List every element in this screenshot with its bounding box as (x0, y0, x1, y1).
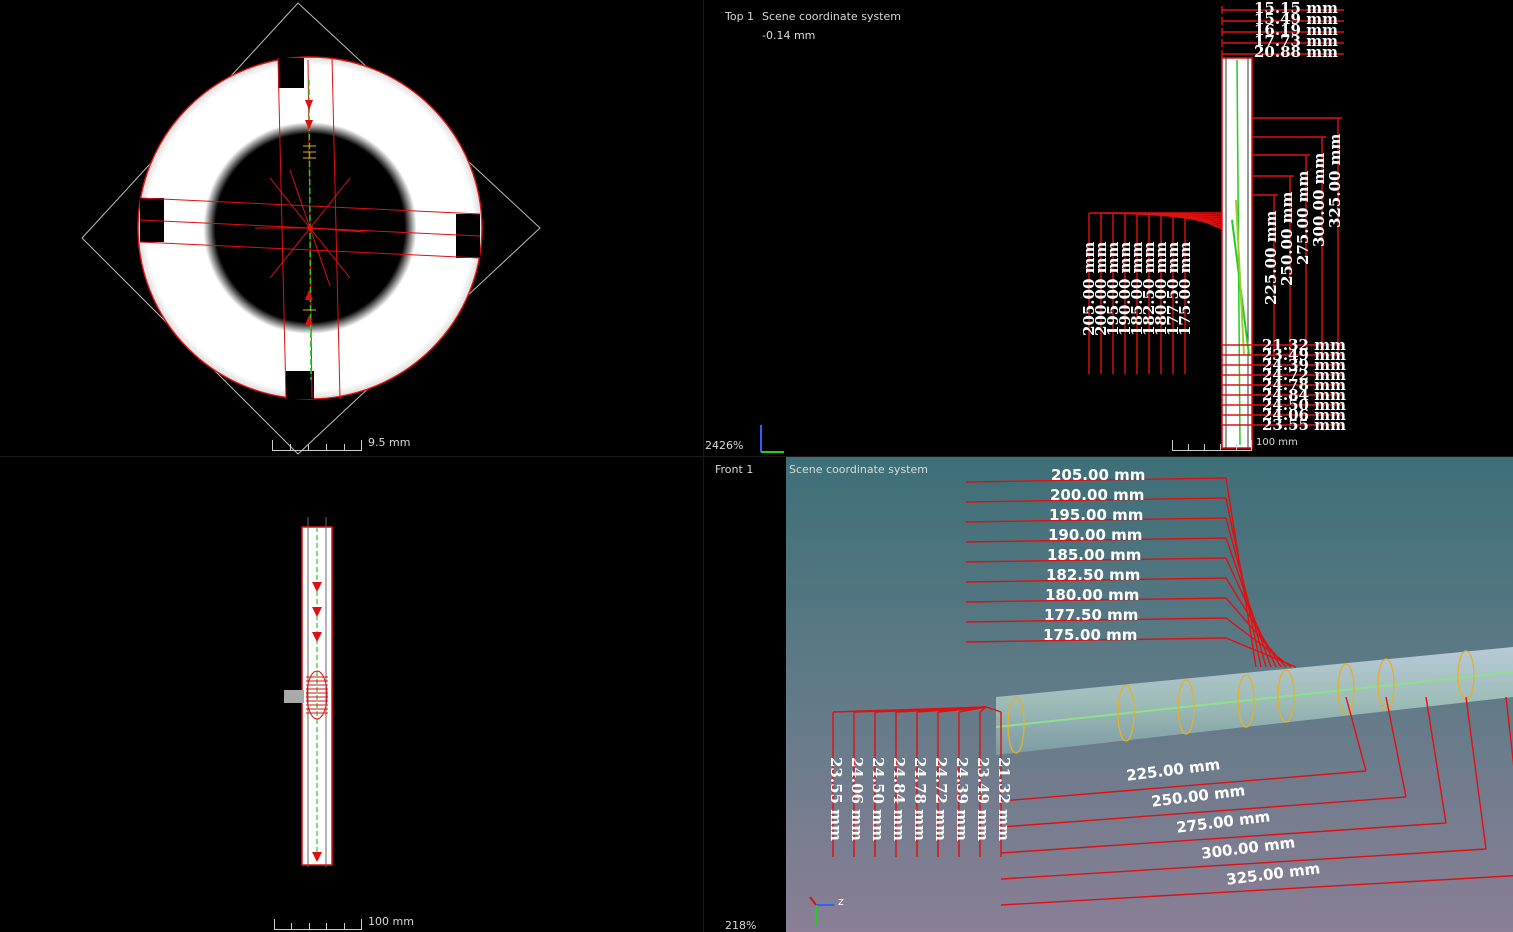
scale-bar (1172, 440, 1252, 451)
scale-bar (272, 440, 362, 451)
dim-label-top: 20.88 mm (1254, 43, 1338, 61)
dim-label-bottom: 21.32 mm (1262, 336, 1346, 354)
pad-bottom (286, 371, 314, 399)
dim-label-stack: 205.00 mm (1051, 466, 1146, 484)
dim-label-vertical: 23.49 mm (974, 757, 992, 841)
dim-label-stack: 182.50 mm (1046, 566, 1141, 584)
scale-label: 100 mm (368, 915, 414, 928)
top-plan-drawing (760, 6, 1344, 453)
dim-label-bottom: 24.84 mm (1262, 386, 1346, 404)
dim-label-stack: 180.00 mm (1045, 586, 1140, 604)
coord-system-label: Scene coordinate system (789, 463, 928, 476)
dim-label-top: 17.73 mm (1254, 32, 1338, 50)
viewport-top-left[interactable]: 9.5 mm (0, 0, 703, 456)
zoom-level: 2426% (705, 439, 744, 452)
dim-label-bottom: 24.50 mm (1262, 396, 1346, 414)
axis-z-label: z (838, 895, 844, 908)
ring-section-view (81, 2, 541, 455)
pad-top (278, 58, 304, 88)
dim-label-vertical: 24.50 mm (869, 757, 887, 841)
dim-label-stack: 185.00 mm (1047, 546, 1142, 564)
scale-label: 9.5 mm (368, 436, 411, 449)
dim-label-stack: 177.50 mm (1044, 606, 1139, 624)
dim-label-vertical: 24.39 mm (953, 757, 971, 841)
side-block (284, 690, 304, 703)
perspective-drawing (809, 477, 1513, 925)
dim-label-vertical: 21.32 mm (995, 757, 1013, 841)
dim-label-stack: 190.00 mm (1048, 526, 1143, 544)
dim-label-bottom: 24.72 mm (1262, 366, 1346, 384)
front-section-view (284, 517, 333, 867)
dim-label-bottom: 24.06 mm (1262, 406, 1346, 424)
dim-label-vertical: 24.06 mm (848, 757, 866, 841)
dim-label-bottom: 24.78 mm (1262, 376, 1346, 394)
viewport-divider-horizontal[interactable] (0, 456, 1513, 457)
dim-label-vertical: 24.84 mm (890, 757, 908, 841)
dim-label-vertical: 24.72 mm (932, 757, 950, 841)
coord-system-label: Scene coordinate system (762, 10, 901, 23)
dim-label-bottom: 24.39 mm (1262, 356, 1346, 374)
dim-label-top: 16.19 mm (1254, 21, 1338, 39)
dim-label-top: 15.49 mm (1254, 10, 1338, 28)
dim-label-left: 175.00 mm (1176, 241, 1194, 336)
dim-label-vertical: 24.78 mm (911, 757, 929, 841)
dim-label-vertical: 23.55 mm (827, 757, 845, 841)
view-name: Top 1 (725, 10, 755, 23)
viewport-divider-vertical[interactable] (703, 0, 704, 932)
axis-triad (809, 896, 834, 925)
view-name: Front 1 (715, 463, 754, 476)
dim-label-right: 325.00 mm (1326, 133, 1344, 228)
dim-label-stack: 195.00 mm (1049, 506, 1144, 524)
viewport-bottom-right[interactable]: Front 1 218% Scene coordinate system (704, 457, 1513, 932)
viewport-top-right[interactable]: Top 1 Scene coordinate system -0.14 mm 2… (704, 0, 1513, 456)
dim-label-bottom: 23.49 mm (1262, 346, 1346, 364)
scale-bar (274, 919, 362, 930)
dim-label-stack: 175.00 mm (1043, 626, 1138, 644)
zoom-level: 218% (725, 919, 757, 932)
centerline (308, 79, 312, 381)
scale-label: 100 mm (1256, 437, 1298, 448)
dim-label-stack: 200.00 mm (1050, 486, 1145, 504)
dim-label-bottom: 23.55 mm (1262, 416, 1346, 434)
render-area[interactable]: Scene coordinate system (786, 457, 1513, 932)
dim-label-top: 15.15 mm (1254, 0, 1338, 17)
viewport-bottom-left[interactable]: 100 mm (0, 457, 703, 932)
offset-readout: -0.14 mm (762, 29, 816, 42)
